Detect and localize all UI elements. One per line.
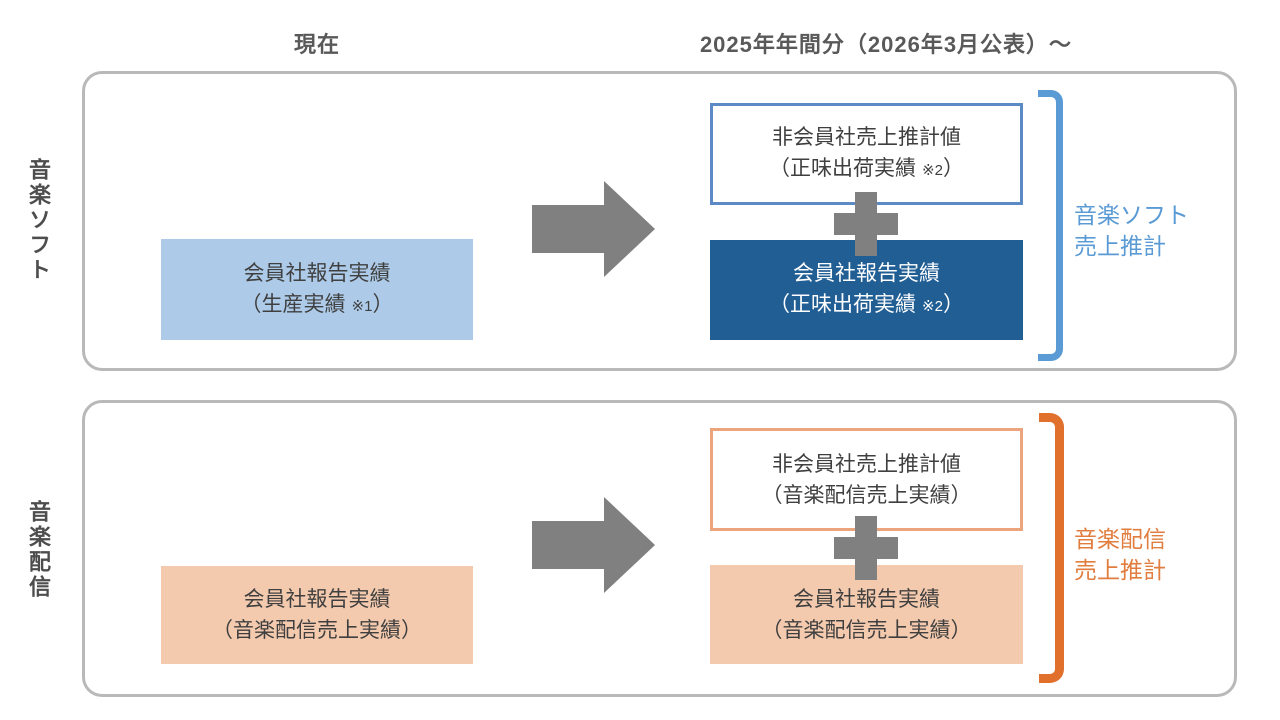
box-text: （音楽配信売上実績） — [212, 619, 422, 642]
nonmember-estimate-box-music-streaming: 非会員社売上推計値 （音楽配信売上実績） — [710, 428, 1023, 531]
box-text: （正味出荷実績 — [769, 293, 917, 316]
plus-icon — [834, 516, 898, 580]
bracket-music-soft — [1038, 90, 1063, 361]
arrow-tail — [532, 205, 605, 253]
arrow-tail — [532, 521, 605, 569]
box-text: （正味出荷実績 — [769, 157, 917, 180]
footnote-ref: ※1 — [351, 297, 373, 315]
bracket-label-line1: 音楽配信 — [1074, 526, 1166, 552]
section-label-music-soft: 音楽ソフト — [26, 158, 51, 283]
box-text-line2: （生産実績 ※1） — [241, 289, 394, 322]
box-text: ） — [372, 292, 394, 316]
box-text-line1: 会員社報告実績 — [243, 588, 391, 611]
bracket-label-music-soft: 音楽ソフト 売上推計 — [1074, 200, 1189, 262]
box-text-line1: 会員社報告実績 — [243, 261, 391, 285]
box-text: ） — [942, 157, 964, 180]
plus-icon — [834, 192, 898, 256]
box-text-line2: （正味出荷実績 ※2） — [769, 153, 964, 186]
column-header-current: 現在 — [293, 32, 340, 57]
bracket-label-line1: 音楽ソフト — [1074, 202, 1189, 228]
bracket-label-music-streaming: 音楽配信 売上推計 — [1074, 524, 1166, 586]
right-arrow-icon — [532, 497, 655, 593]
member-report-box-music-soft: 会員社報告実績 （正味出荷実績 ※2） — [710, 240, 1023, 340]
box-text-line1: 会員社報告実績 — [793, 587, 940, 611]
section-label-music-streaming: 音楽配信 — [26, 500, 51, 600]
arrow-head — [604, 181, 655, 277]
box-text-line2: （音楽配信売上実績） — [762, 615, 972, 646]
box-text-line1: 非会員社売上推計値 — [772, 452, 961, 476]
bracket-music-streaming — [1039, 413, 1064, 683]
right-arrow-icon — [532, 181, 655, 277]
current-report-box-music-streaming: 会員社報告実績 （音楽配信売上実績） — [161, 566, 473, 664]
footnote-ref: ※2 — [922, 162, 943, 179]
footnote-ref: ※2 — [922, 298, 943, 315]
bracket-label-line2: 売上推計 — [1074, 557, 1166, 583]
bracket-label-line2: 売上推計 — [1074, 233, 1166, 259]
box-text-line1: 非会員社売上推計値 — [772, 126, 961, 149]
box-text-line2: （音楽配信売上実績） — [212, 615, 422, 646]
box-text: （生産実績 — [240, 292, 346, 316]
nonmember-estimate-box-music-soft: 非会員社売上推計値 （正味出荷実績 ※2） — [710, 103, 1023, 205]
member-report-box-music-streaming: 会員社報告実績 （音楽配信売上実績） — [710, 565, 1023, 664]
box-text: ） — [942, 293, 964, 316]
box-text-line1: 会員社報告実績 — [793, 262, 940, 285]
arrow-head — [604, 497, 655, 593]
box-text: （音楽配信売上実績） — [761, 618, 972, 642]
box-text: （音楽配信売上実績） — [761, 483, 972, 507]
box-text-line2: （正味出荷実績 ※2） — [769, 289, 964, 322]
box-text-line2: （音楽配信売上実績） — [762, 480, 972, 511]
current-report-box-music-soft: 会員社報告実績 （生産実績 ※1） — [161, 239, 473, 340]
column-header-future: 2025年年間分（2026年3月公表）～ — [699, 32, 1073, 57]
